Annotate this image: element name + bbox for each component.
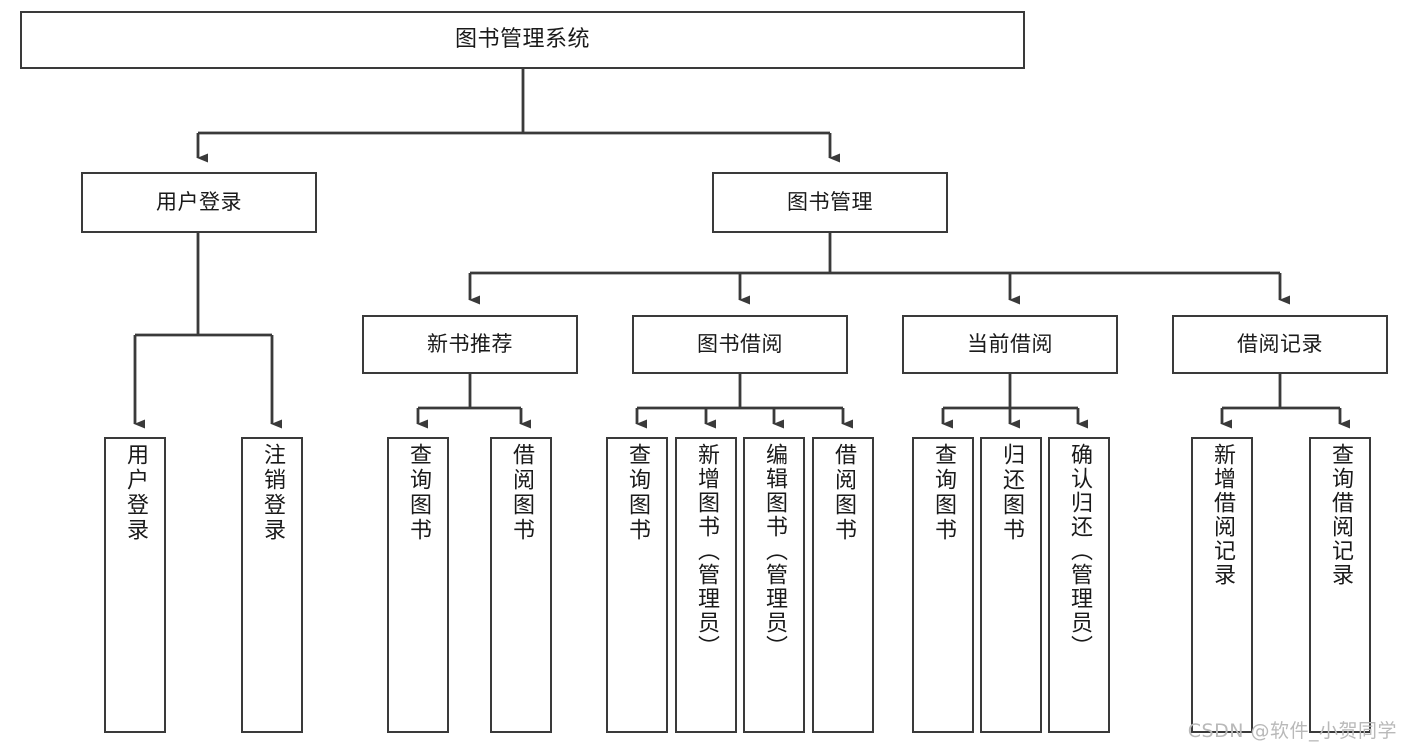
- node-label: 编辑图书（管理员）: [762, 443, 787, 659]
- node-label: 新增图书（管理员）: [694, 443, 719, 659]
- leaf-logout-login[interactable]: 注销登录: [241, 437, 303, 733]
- node-label: 用户登录: [156, 189, 242, 214]
- node-book-borrow[interactable]: 图书借阅: [632, 315, 848, 374]
- leaf-query-book-1[interactable]: 查询图书: [387, 437, 449, 733]
- leaf-query-book-2[interactable]: 查询图书: [606, 437, 668, 733]
- node-label: 查询图书: [625, 443, 650, 543]
- leaf-edit-book[interactable]: 编辑图书（管理员）: [743, 437, 805, 733]
- node-label: 借阅图书: [831, 443, 856, 543]
- node-label: 查询借阅记录: [1328, 443, 1353, 587]
- leaf-borrow-book-2[interactable]: 借阅图书: [812, 437, 874, 733]
- leaf-user-login[interactable]: 用户登录: [104, 437, 166, 733]
- node-label: 注销登录: [260, 443, 285, 543]
- leaf-return-book[interactable]: 归还图书: [980, 437, 1042, 733]
- leaf-borrow-book-1[interactable]: 借阅图书: [490, 437, 552, 733]
- leaf-add-book[interactable]: 新增图书（管理员）: [675, 437, 737, 733]
- node-label: 归还图书: [999, 443, 1024, 543]
- leaf-query-book-3[interactable]: 查询图书: [912, 437, 974, 733]
- leaf-add-borrow-record[interactable]: 新增借阅记录: [1191, 437, 1253, 733]
- node-label: 查询图书: [931, 443, 956, 543]
- node-label: 确认归还（管理员）: [1067, 443, 1092, 659]
- node-label: 图书管理系统: [454, 26, 590, 52]
- node-label: 查询图书: [406, 443, 431, 543]
- node-borrow-record[interactable]: 借阅记录: [1172, 315, 1388, 374]
- leaf-query-borrow-record[interactable]: 查询借阅记录: [1309, 437, 1371, 733]
- node-book-management[interactable]: 图书管理: [712, 172, 948, 233]
- node-label: 图书管理: [787, 189, 873, 214]
- node-label: 新书推荐: [427, 331, 513, 356]
- node-label: 图书借阅: [697, 331, 783, 356]
- node-label: 借阅记录: [1237, 331, 1323, 356]
- node-label: 借阅图书: [509, 443, 534, 543]
- node-user-login[interactable]: 用户登录: [81, 172, 317, 233]
- node-label: 新增借阅记录: [1210, 443, 1235, 587]
- node-label: 用户登录: [123, 443, 148, 543]
- csdn-watermark: CSDN @软件_小贺同学: [1187, 720, 1397, 742]
- node-root-system[interactable]: 图书管理系统: [20, 11, 1025, 69]
- leaf-confirm-return[interactable]: 确认归还（管理员）: [1048, 437, 1110, 733]
- node-current-borrow[interactable]: 当前借阅: [902, 315, 1118, 374]
- node-label: 当前借阅: [967, 331, 1053, 356]
- node-new-book-recommend[interactable]: 新书推荐: [362, 315, 578, 374]
